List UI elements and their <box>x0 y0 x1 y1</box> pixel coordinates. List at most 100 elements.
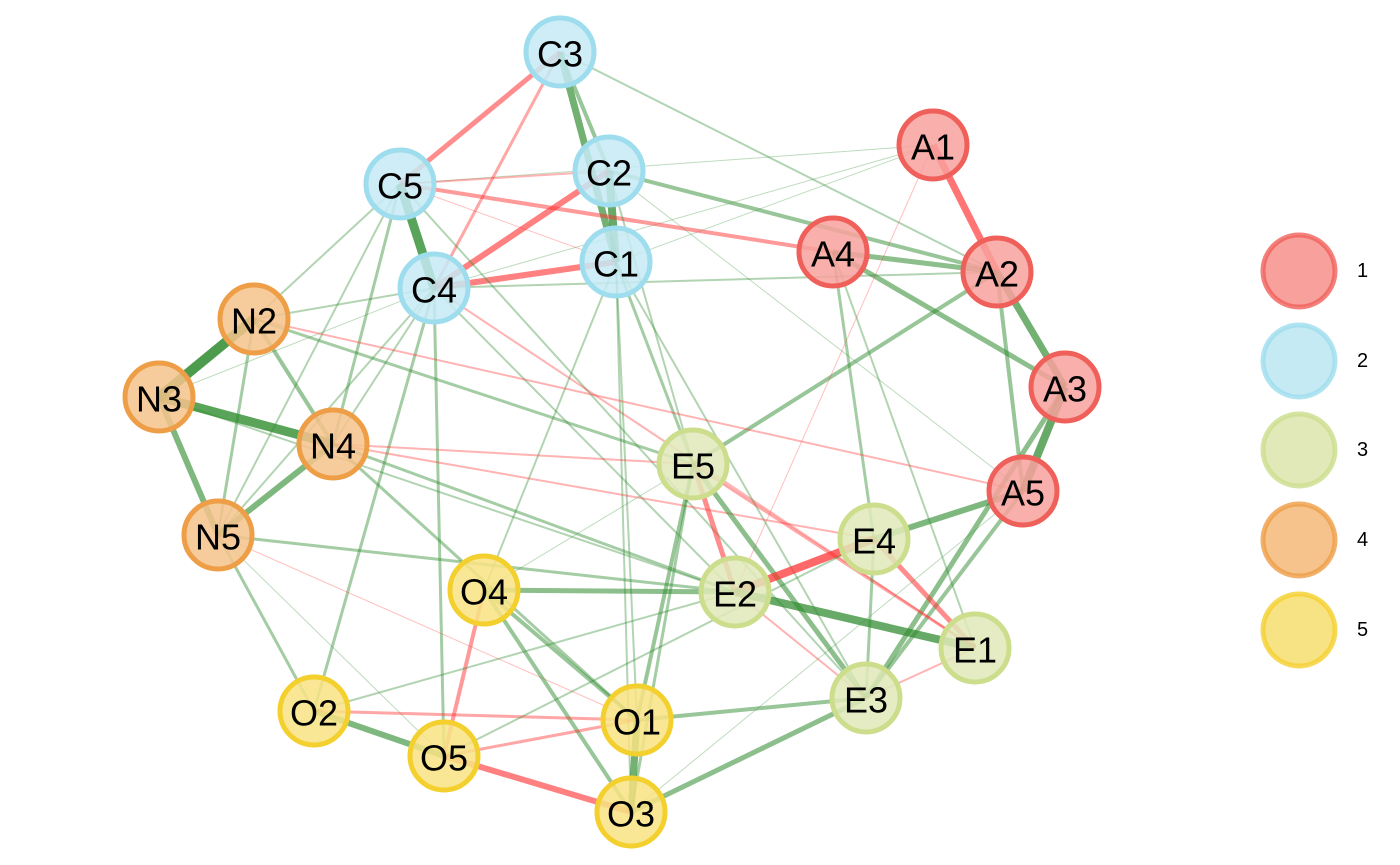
edge-A1-E2 <box>734 144 934 593</box>
edge-O2-O1 <box>313 709 638 722</box>
legend-item-3: 3 <box>1260 411 1368 489</box>
edge-C2-A5 <box>608 170 1024 492</box>
node-circle <box>837 502 911 576</box>
edge-C3-C4 <box>432 51 562 289</box>
edge-C2-E5 <box>608 170 694 465</box>
node-circle <box>579 225 653 299</box>
node-circle <box>122 360 196 434</box>
edge-E3-O1 <box>636 696 867 722</box>
edge-C2-A2 <box>608 169 998 274</box>
node-A5[interactable]: A5 <box>986 454 1060 528</box>
edge-C5-N4 <box>331 183 402 445</box>
edge-N2-E5 <box>253 317 694 466</box>
node-circle <box>938 611 1012 685</box>
edge-A2-E5 <box>691 270 999 466</box>
node-O3[interactable]: O3 <box>594 775 668 849</box>
legend-swatch <box>1260 591 1338 669</box>
node-E1[interactable]: E1 <box>938 611 1012 685</box>
node-C5[interactable]: C5 <box>363 147 437 221</box>
node-O4[interactable]: O4 <box>447 553 521 627</box>
legend-label: 1 <box>1357 260 1368 282</box>
edge-C4-A2 <box>433 271 998 289</box>
node-circle <box>896 108 970 182</box>
node-N2[interactable]: N2 <box>217 282 291 356</box>
node-circle <box>986 454 1060 528</box>
legend: 1 2 3 4 5 <box>1260 232 1368 669</box>
node-A4[interactable]: A4 <box>796 215 870 289</box>
node-label: C5 <box>377 166 423 207</box>
node-label: A4 <box>811 234 855 275</box>
edge-C1-O4 <box>483 261 617 591</box>
edge-C5-A4 <box>399 182 834 254</box>
node-A1[interactable]: A1 <box>896 108 970 182</box>
node-label: A2 <box>975 254 1019 295</box>
edge-N5-O1 <box>217 534 638 721</box>
node-circle <box>363 147 437 221</box>
node-label: C1 <box>593 244 639 285</box>
node-O1[interactable]: O1 <box>600 683 674 757</box>
node-C1[interactable]: C1 <box>579 225 653 299</box>
node-E2[interactable]: E2 <box>698 555 772 629</box>
node-label: N3 <box>136 379 182 420</box>
edge-C4-O5 <box>432 287 446 757</box>
node-label: C4 <box>411 270 457 311</box>
legend-item-4: 4 <box>1260 501 1368 579</box>
node-circle <box>296 407 370 481</box>
edge-E3-O3 <box>629 695 868 815</box>
node-C4[interactable]: C4 <box>397 251 471 325</box>
node-circle <box>447 553 521 627</box>
node-circle <box>523 15 597 89</box>
edge-C1-O1 <box>615 261 638 721</box>
node-label: C2 <box>586 153 632 194</box>
legend-item-5: 5 <box>1260 591 1368 669</box>
node-circle <box>277 674 351 748</box>
edge-A5-E3 <box>864 489 1025 700</box>
edge-O5-E4 <box>443 538 875 757</box>
node-label: O3 <box>607 794 655 835</box>
node-label: A1 <box>911 127 955 168</box>
node-label: O2 <box>290 693 338 734</box>
edge-A1-C4 <box>433 144 934 289</box>
legend-label: 4 <box>1357 529 1368 551</box>
node-E5[interactable]: E5 <box>656 427 730 501</box>
edge-C4-O2 <box>312 287 436 712</box>
node-N5[interactable]: N5 <box>181 498 255 572</box>
edge-N4-E2 <box>332 442 736 594</box>
edge-E5-O3 <box>629 463 695 813</box>
node-circle <box>656 427 730 501</box>
node-label: O1 <box>613 702 661 743</box>
node-E4[interactable]: E4 <box>837 502 911 576</box>
legend-swatch <box>1260 232 1338 310</box>
node-label: A3 <box>1043 369 1087 410</box>
node-circle <box>397 251 471 325</box>
node-label: E2 <box>713 574 757 615</box>
node-O2[interactable]: O2 <box>277 674 351 748</box>
edge-A1-C1 <box>615 144 934 263</box>
node-C3[interactable]: C3 <box>523 15 597 89</box>
edge-C5-E3 <box>399 183 867 699</box>
edge-C4-E2 <box>433 287 736 593</box>
legend-label: 2 <box>1357 350 1368 372</box>
node-label: O5 <box>420 738 468 779</box>
edge-O3-A5 <box>630 490 1024 813</box>
node-circle <box>1028 350 1102 424</box>
node-E3[interactable]: E3 <box>829 661 903 735</box>
edge-A3-E3 <box>863 385 1068 700</box>
node-A2[interactable]: A2 <box>960 235 1034 309</box>
legend-label: 5 <box>1357 619 1368 641</box>
node-label: O4 <box>460 572 508 613</box>
node-C2[interactable]: C2 <box>572 134 646 208</box>
legend-swatch <box>1260 501 1338 579</box>
legend-swatch <box>1260 411 1338 489</box>
node-O5[interactable]: O5 <box>407 719 481 793</box>
edge-E2-E1 <box>734 588 976 652</box>
node-N3[interactable]: N3 <box>122 360 196 434</box>
legend-swatch <box>1260 322 1338 400</box>
edge-C1-E3 <box>615 261 867 699</box>
node-N4[interactable]: N4 <box>296 407 370 481</box>
node-circle <box>407 719 481 793</box>
legend-item-2: 2 <box>1260 322 1368 400</box>
node-A3[interactable]: A3 <box>1028 350 1102 424</box>
